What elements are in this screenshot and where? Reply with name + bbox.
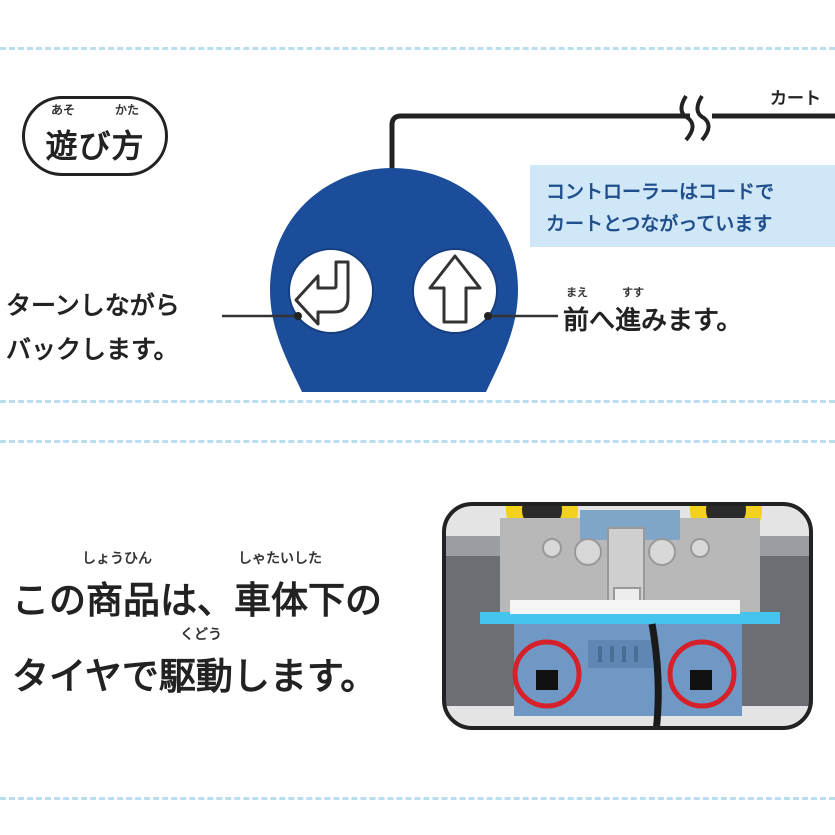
- how-to-play-badge: あそ かた 遊び方: [22, 96, 168, 176]
- product-description-line-1: この商品は、車体下の: [12, 579, 382, 622]
- left-drive-wheel: [536, 670, 558, 690]
- product-description-line-2: タイヤで駆動します。: [12, 655, 378, 698]
- title-ruby-2: かた: [115, 103, 140, 117]
- product-ruby-2: しゃたいした: [238, 551, 322, 567]
- dashed-divider-top: [0, 47, 835, 50]
- controller-illustration: [222, 94, 835, 392]
- turn-back-label-line-2: バックします。: [6, 335, 179, 364]
- dashed-divider-bottom: [0, 797, 835, 800]
- info-line-1: コントローラーはコードで: [546, 181, 775, 203]
- photo-cord: [648, 623, 662, 728]
- dashed-divider-middle-1: [0, 400, 835, 403]
- forward-label: 前へ進みます。: [563, 306, 743, 336]
- controller-cord: [389, 113, 690, 170]
- right-drive-wheel: [690, 670, 712, 690]
- car-underside-photo: [442, 502, 813, 730]
- controller-info-box: コントローラーはコードで カートとつながっています: [530, 165, 835, 247]
- cord-cut-mark-1: [679, 94, 695, 142]
- cord-label: カート: [770, 89, 821, 109]
- forward-ruby-2: すす: [622, 286, 644, 299]
- right-wheel-highlight: [667, 639, 737, 709]
- page-title: 遊び方: [45, 127, 145, 165]
- product-ruby-1: しょうひん: [82, 551, 152, 567]
- title-ruby-1: あそ: [51, 103, 76, 117]
- left-wheel-highlight: [512, 639, 582, 709]
- u-turn-arrow-icon: [294, 260, 350, 326]
- info-line-2: カートとつながっています: [546, 213, 773, 235]
- product-ruby-3: くどう: [180, 627, 222, 643]
- up-arrow-icon: [428, 254, 482, 324]
- controller-body: [270, 168, 518, 392]
- cord-cut-mark-2: [695, 94, 711, 142]
- dashed-divider-middle-2: [0, 440, 835, 443]
- turn-back-label-line-1: ターンしながら: [6, 291, 180, 320]
- cyan-stripe: [480, 612, 780, 624]
- forward-ruby-1: まえ: [566, 286, 588, 299]
